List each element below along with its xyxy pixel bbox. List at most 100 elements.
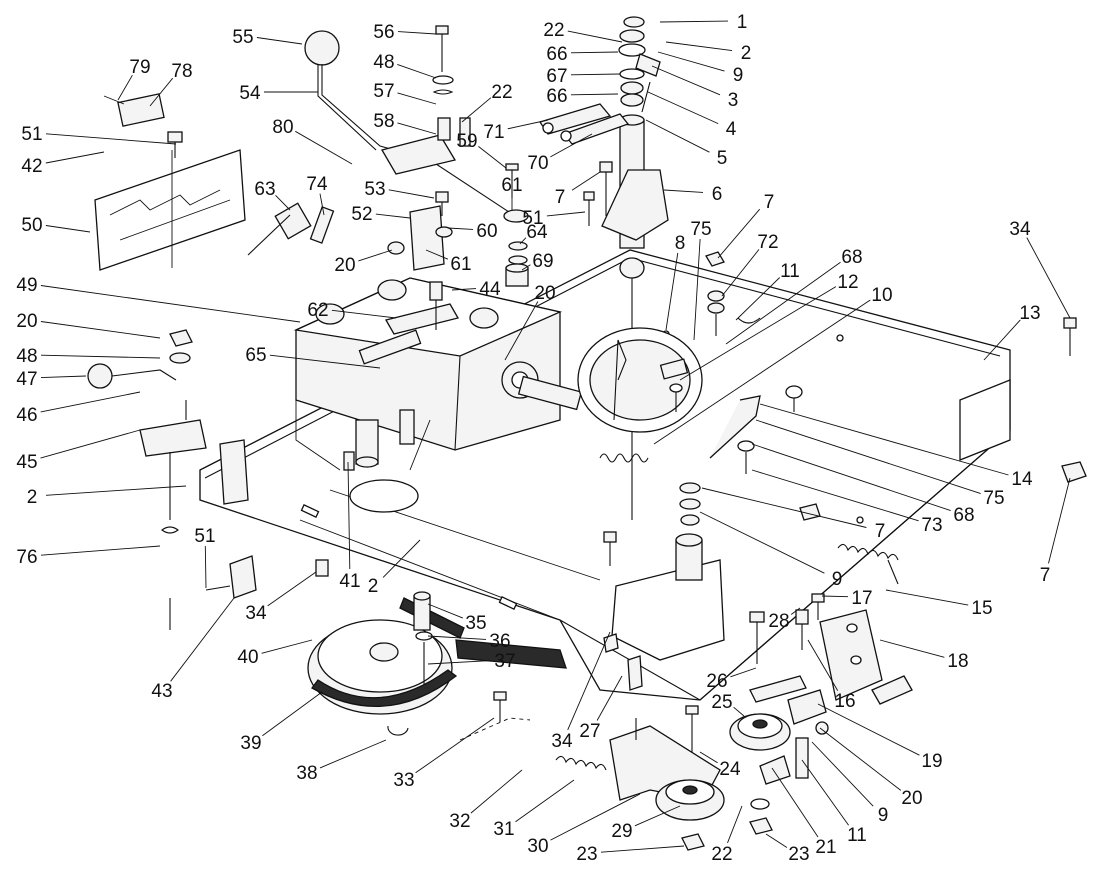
callout-64: 64 bbox=[519, 222, 548, 245]
callout-number: 78 bbox=[171, 61, 192, 82]
leader-line bbox=[397, 63, 437, 79]
callout-number: 2 bbox=[27, 487, 38, 508]
callout-number: 27 bbox=[579, 721, 600, 742]
callout-51: 51 bbox=[194, 526, 216, 589]
leader-line bbox=[521, 264, 531, 271]
bolt bbox=[167, 131, 183, 158]
leader-line bbox=[45, 225, 91, 233]
leader-line bbox=[427, 635, 487, 640]
leader-line bbox=[647, 91, 719, 125]
callout-number: 68 bbox=[953, 505, 974, 526]
leader-line bbox=[983, 319, 1021, 361]
callout-number: 80 bbox=[272, 117, 293, 138]
leader-line bbox=[45, 485, 187, 496]
callout-number: 66 bbox=[546, 86, 567, 107]
callout-number: 75 bbox=[983, 488, 1004, 509]
callout-number: 79 bbox=[129, 57, 150, 78]
linkage-arm bbox=[709, 395, 761, 474]
leader-line bbox=[600, 845, 685, 853]
leader-line bbox=[717, 208, 761, 259]
callout-10: 10 bbox=[653, 285, 893, 445]
leader-line bbox=[659, 20, 729, 23]
callout-16: 16 bbox=[807, 639, 856, 712]
leader-line bbox=[885, 589, 969, 606]
callout-43: 43 bbox=[151, 597, 235, 702]
callout-number: 32 bbox=[449, 811, 470, 832]
leader-line bbox=[665, 252, 679, 331]
leader-line bbox=[427, 603, 464, 619]
callout-40: 40 bbox=[237, 639, 313, 668]
leader-line bbox=[657, 51, 725, 72]
callout-number: 70 bbox=[527, 153, 548, 174]
leader-line bbox=[397, 122, 437, 135]
leader-line bbox=[567, 631, 611, 731]
callout-35: 35 bbox=[427, 603, 487, 634]
callout-number: 62 bbox=[307, 300, 328, 321]
switch-block bbox=[103, 93, 165, 127]
leader-line bbox=[269, 354, 381, 369]
callout-51: 51 bbox=[21, 124, 177, 145]
callout-24: 24 bbox=[699, 751, 741, 780]
callout-number: 65 bbox=[245, 345, 266, 366]
callout-number: 29 bbox=[611, 821, 632, 842]
callout-9: 9 bbox=[657, 51, 743, 86]
callout-number: 7 bbox=[555, 187, 566, 208]
callout-number: 5 bbox=[717, 148, 728, 169]
callout-number: 33 bbox=[393, 770, 414, 791]
leader-line bbox=[807, 639, 839, 691]
callout-number: 25 bbox=[711, 692, 732, 713]
leader-line bbox=[693, 238, 701, 341]
callout-2: 2 bbox=[368, 539, 421, 597]
callout-number: 34 bbox=[245, 603, 267, 624]
callout-1: 1 bbox=[659, 12, 748, 33]
callout-number: 1 bbox=[737, 12, 748, 33]
leader-line bbox=[40, 285, 301, 323]
callout-number: 46 bbox=[16, 405, 37, 426]
callout-58: 58 bbox=[373, 111, 437, 135]
callout-34: 34 bbox=[1009, 219, 1071, 319]
callout-number: 37 bbox=[494, 651, 515, 672]
callout-number: 72 bbox=[757, 232, 778, 253]
leader-line bbox=[397, 92, 437, 105]
tension-spring bbox=[599, 453, 649, 463]
callout-73: 73 bbox=[751, 469, 943, 536]
callout-number: 44 bbox=[479, 279, 501, 300]
callout-37: 37 bbox=[427, 651, 516, 672]
transaxle-housing bbox=[293, 277, 583, 513]
callout-9: 9 bbox=[699, 511, 842, 590]
callout-42: 42 bbox=[21, 151, 105, 177]
callout-number: 7 bbox=[1040, 565, 1051, 586]
callout-number: 61 bbox=[501, 175, 522, 196]
callout-34: 34 bbox=[245, 571, 317, 624]
callout-25: 25 bbox=[711, 692, 745, 717]
nut-spring-stack bbox=[705, 251, 761, 336]
callout-number: 60 bbox=[476, 221, 497, 242]
leader-line bbox=[645, 119, 710, 153]
leader-line bbox=[1026, 237, 1071, 319]
leader-line bbox=[40, 429, 141, 459]
callout-number: 20 bbox=[16, 311, 37, 332]
callout-number: 42 bbox=[21, 156, 42, 177]
leader-line bbox=[665, 41, 733, 52]
callout-number: 8 bbox=[675, 233, 686, 254]
callout-7: 7 bbox=[701, 487, 885, 542]
leader-line bbox=[382, 539, 421, 578]
leader-line bbox=[519, 237, 527, 245]
callout-number: 76 bbox=[16, 547, 37, 568]
callout-22: 22 bbox=[711, 805, 743, 865]
leader-line bbox=[470, 769, 523, 814]
callout-75: 75 bbox=[755, 419, 1005, 509]
callout-29: 29 bbox=[611, 805, 681, 842]
callout-45: 45 bbox=[16, 429, 141, 473]
interlock-switch bbox=[247, 202, 335, 256]
drive-pulley bbox=[307, 597, 567, 715]
shift-lever bbox=[304, 30, 513, 215]
leader-line bbox=[347, 461, 351, 570]
bolt-26 bbox=[749, 611, 807, 703]
leader-line bbox=[570, 51, 619, 54]
leader-line bbox=[415, 717, 495, 774]
callout-48: 48 bbox=[16, 346, 161, 367]
callout-number: 13 bbox=[1019, 303, 1040, 324]
control-rods bbox=[538, 103, 630, 145]
callout-23: 23 bbox=[765, 833, 810, 865]
